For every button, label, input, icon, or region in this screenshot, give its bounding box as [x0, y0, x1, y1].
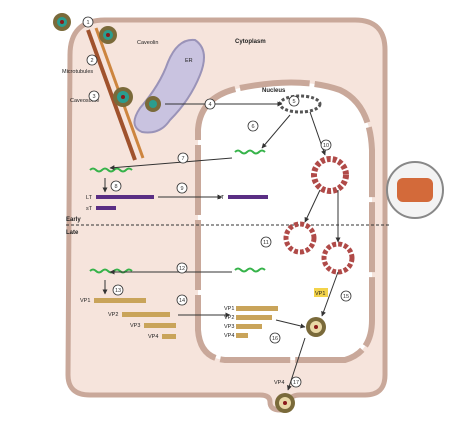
- step-15-label: 15: [343, 294, 349, 300]
- step-2-label: 2: [90, 58, 93, 64]
- virion-entry: [53, 13, 71, 31]
- virion-caveosome: [113, 87, 133, 107]
- step-11-badge: [260, 236, 272, 248]
- step-13-badge: [112, 284, 124, 296]
- step-13-label: 13: [115, 288, 121, 294]
- st-label: sT: [86, 206, 93, 212]
- vp2-nuclear-bar: [236, 315, 272, 320]
- step-1-badge: [82, 16, 94, 28]
- vlp-cluster-2: [283, 221, 317, 255]
- early-label: Early: [66, 217, 81, 223]
- step-5-label: 5: [292, 99, 295, 105]
- vp4-nuclear-label: VP4: [224, 333, 234, 339]
- late-mrna: [234, 267, 266, 273]
- step-11-label: 11: [263, 240, 269, 246]
- step-16-label: 16: [272, 336, 278, 342]
- step-3-label: 3: [92, 94, 95, 100]
- nucleus-label: Nucleus: [262, 88, 286, 94]
- step-10-badge: [320, 139, 332, 151]
- vp4-label: VP4: [148, 334, 158, 340]
- step-9-label: 9: [180, 186, 183, 192]
- vlp-cluster-1: [311, 156, 349, 194]
- step-1-label: 1: [86, 20, 89, 26]
- step-17-badge: [290, 376, 302, 388]
- virion-caveolin: [99, 26, 117, 44]
- vp2-bar: [122, 312, 170, 317]
- vp4-bar: [162, 334, 176, 339]
- caveosome-label: Caveosome: [70, 98, 99, 104]
- vp1-label: VP1: [80, 298, 90, 304]
- step-17-label: 17: [293, 380, 299, 386]
- step-8-label: 8: [114, 184, 117, 190]
- caveolin-label: Caveolin: [137, 40, 158, 46]
- pathway-arrows: [102, 101, 341, 391]
- step-6-badge: [247, 120, 259, 132]
- step-14-badge: [176, 294, 188, 306]
- vp4-nuclear-bar: [236, 333, 248, 338]
- lt-label: LT: [86, 195, 93, 201]
- vp2-nuclear-label: VP2: [224, 315, 234, 321]
- vp3-nuclear-label: VP3: [224, 324, 234, 330]
- st-protein-bar: [96, 206, 116, 210]
- vp2-label: VP2: [108, 312, 118, 318]
- early-mrna-cytoplasm: [89, 167, 133, 173]
- step-12-label: 12: [179, 266, 185, 272]
- lt-nuclear-bar: [228, 195, 268, 199]
- late-label: Late: [66, 230, 79, 236]
- early-mrna: [234, 149, 266, 155]
- vp3-nuclear-bar: [236, 324, 262, 329]
- step-3-badge: [88, 90, 100, 102]
- vp3-label: VP3: [130, 323, 140, 329]
- vp1-box-label: VP1: [315, 291, 325, 297]
- step-4-label: 4: [208, 102, 211, 108]
- step-7-label: 7: [181, 156, 184, 162]
- step-7-badge: [177, 152, 189, 164]
- step-8-badge: [110, 180, 122, 192]
- vp3-bar: [144, 323, 176, 328]
- capsid-inset: [397, 178, 433, 202]
- microtubules-label: Microtubules: [62, 69, 93, 75]
- vp1-bar: [94, 298, 146, 303]
- vp1-box: [314, 288, 328, 297]
- step-14-label: 14: [179, 298, 185, 304]
- virion-er: [145, 96, 161, 112]
- cytoplasm-label: Cytoplasm: [235, 39, 266, 45]
- step-16-badge: [269, 332, 281, 344]
- vp1-nuclear-bar: [236, 306, 278, 311]
- step-12-badge: [176, 262, 188, 274]
- step-10-label: 10: [323, 143, 329, 149]
- lt-protein-bar: [96, 195, 154, 199]
- step-5-badge: [288, 95, 300, 107]
- step-4-badge: [204, 98, 216, 110]
- vp1-nuclear-label: VP1: [224, 306, 234, 312]
- step-6-label: 6: [251, 124, 254, 130]
- er-label: ER: [185, 58, 193, 64]
- step-9-badge: [176, 182, 188, 194]
- step-15-badge: [340, 290, 352, 302]
- virion-released: [275, 393, 295, 413]
- step-2-badge: [86, 54, 98, 66]
- lt-nuclear-label: LT: [218, 195, 225, 201]
- vp4-release-label: VP4: [274, 380, 284, 386]
- virion-assembled: [306, 317, 326, 337]
